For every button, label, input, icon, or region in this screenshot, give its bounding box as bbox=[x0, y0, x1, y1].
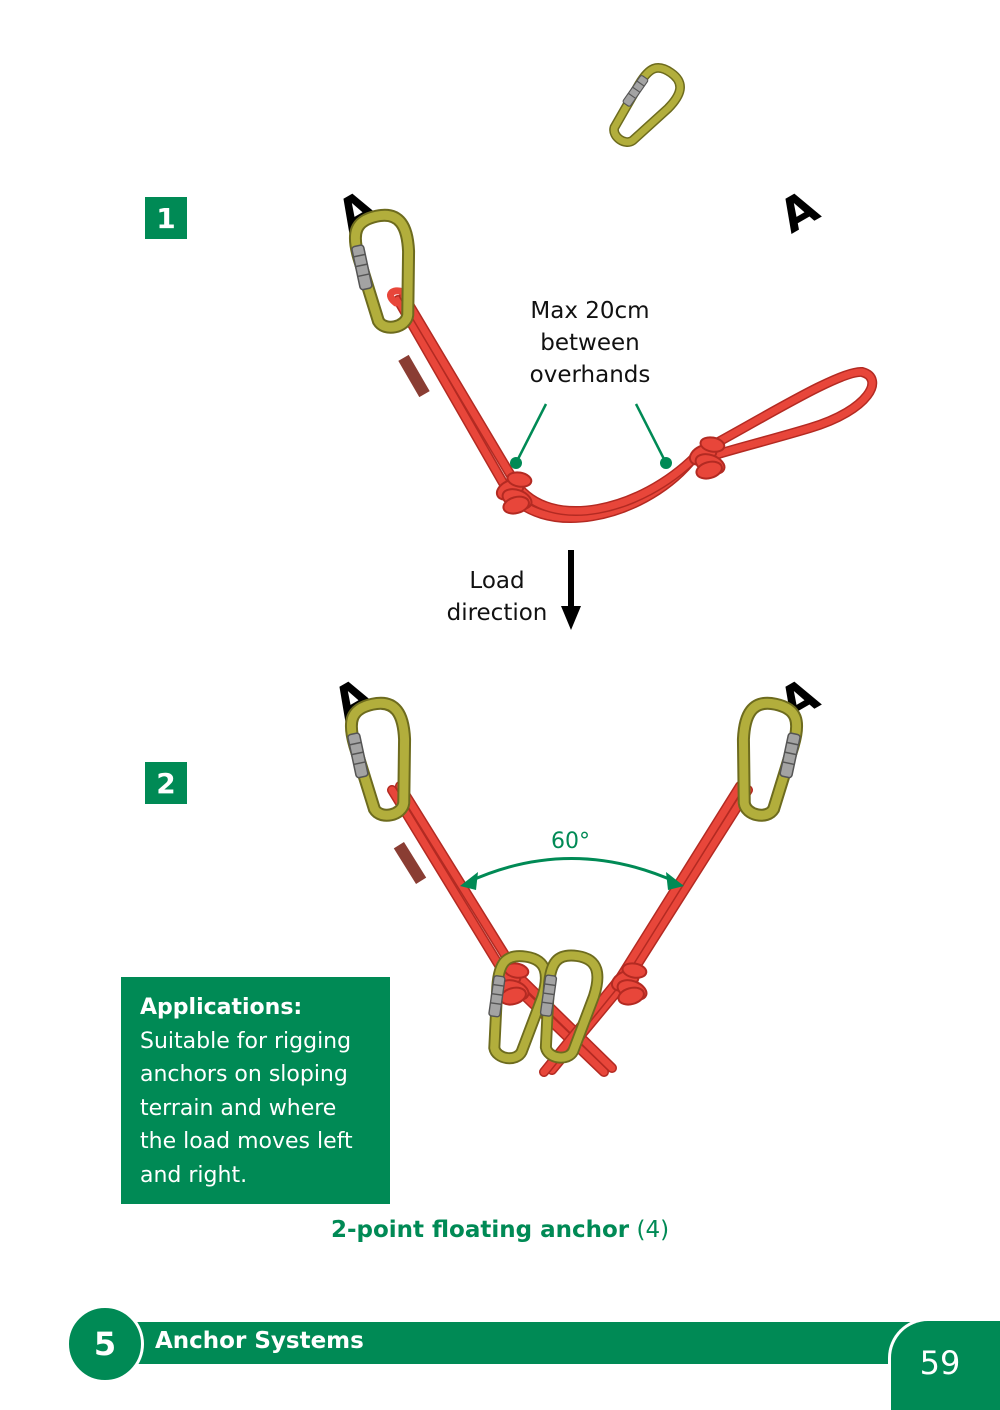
max-distance-note: Max 20cm between overhands bbox=[490, 295, 690, 391]
svg-text:A: A bbox=[770, 179, 828, 244]
max-distance-line-2: between bbox=[540, 330, 640, 356]
load-direction-line-1: Load bbox=[469, 568, 525, 594]
page-number-tab bbox=[888, 1318, 1000, 1410]
pointer-lines bbox=[510, 403, 672, 469]
chapter-title: Anchor Systems bbox=[155, 1328, 364, 1354]
chapter-number-badge: 5 bbox=[66, 1305, 144, 1383]
angle-label: 60° bbox=[551, 829, 590, 854]
applications-line-2: anchors on sloping bbox=[140, 1062, 348, 1087]
max-distance-line-1: Max 20cm bbox=[530, 298, 650, 324]
max-distance-line-3: overhands bbox=[529, 362, 651, 388]
applications-line-5: and right. bbox=[140, 1162, 248, 1188]
caption-title: 2-point floating anchor bbox=[330, 1217, 630, 1243]
page-number: 59 bbox=[919, 1344, 961, 1382]
load-direction-note: Load direction bbox=[430, 565, 564, 629]
applications-box: Applications: Suitable for rigging ancho… bbox=[121, 977, 390, 1204]
load-direction-arrow bbox=[561, 550, 581, 630]
anchor-diagram: A A A A bbox=[324, 0, 878, 1077]
applications-title: Applications: bbox=[140, 995, 303, 1020]
carabiner-top-right-2 bbox=[727, 699, 805, 820]
applications-line-3: terrain and where bbox=[140, 1095, 337, 1121]
step-badge-2: 2 bbox=[145, 762, 187, 804]
footer-bar bbox=[120, 1322, 920, 1364]
load-direction-line-2: direction bbox=[446, 600, 548, 626]
step-badge-1: 1 bbox=[145, 197, 187, 239]
carabiner-left-1 bbox=[346, 211, 424, 332]
applications-line-1: Suitable for rigging bbox=[140, 1028, 352, 1054]
carabiner-right-1 bbox=[604, 59, 687, 152]
figure-caption: 2-point floating anchor (4) bbox=[0, 1217, 1000, 1243]
applications-line-4: the load moves left bbox=[140, 1129, 353, 1154]
angle-arc bbox=[460, 857, 684, 890]
caption-ref: (4) bbox=[636, 1217, 670, 1243]
anchor-mark-right-1: A bbox=[770, 179, 828, 244]
carabiner-top-left-2 bbox=[342, 699, 420, 820]
